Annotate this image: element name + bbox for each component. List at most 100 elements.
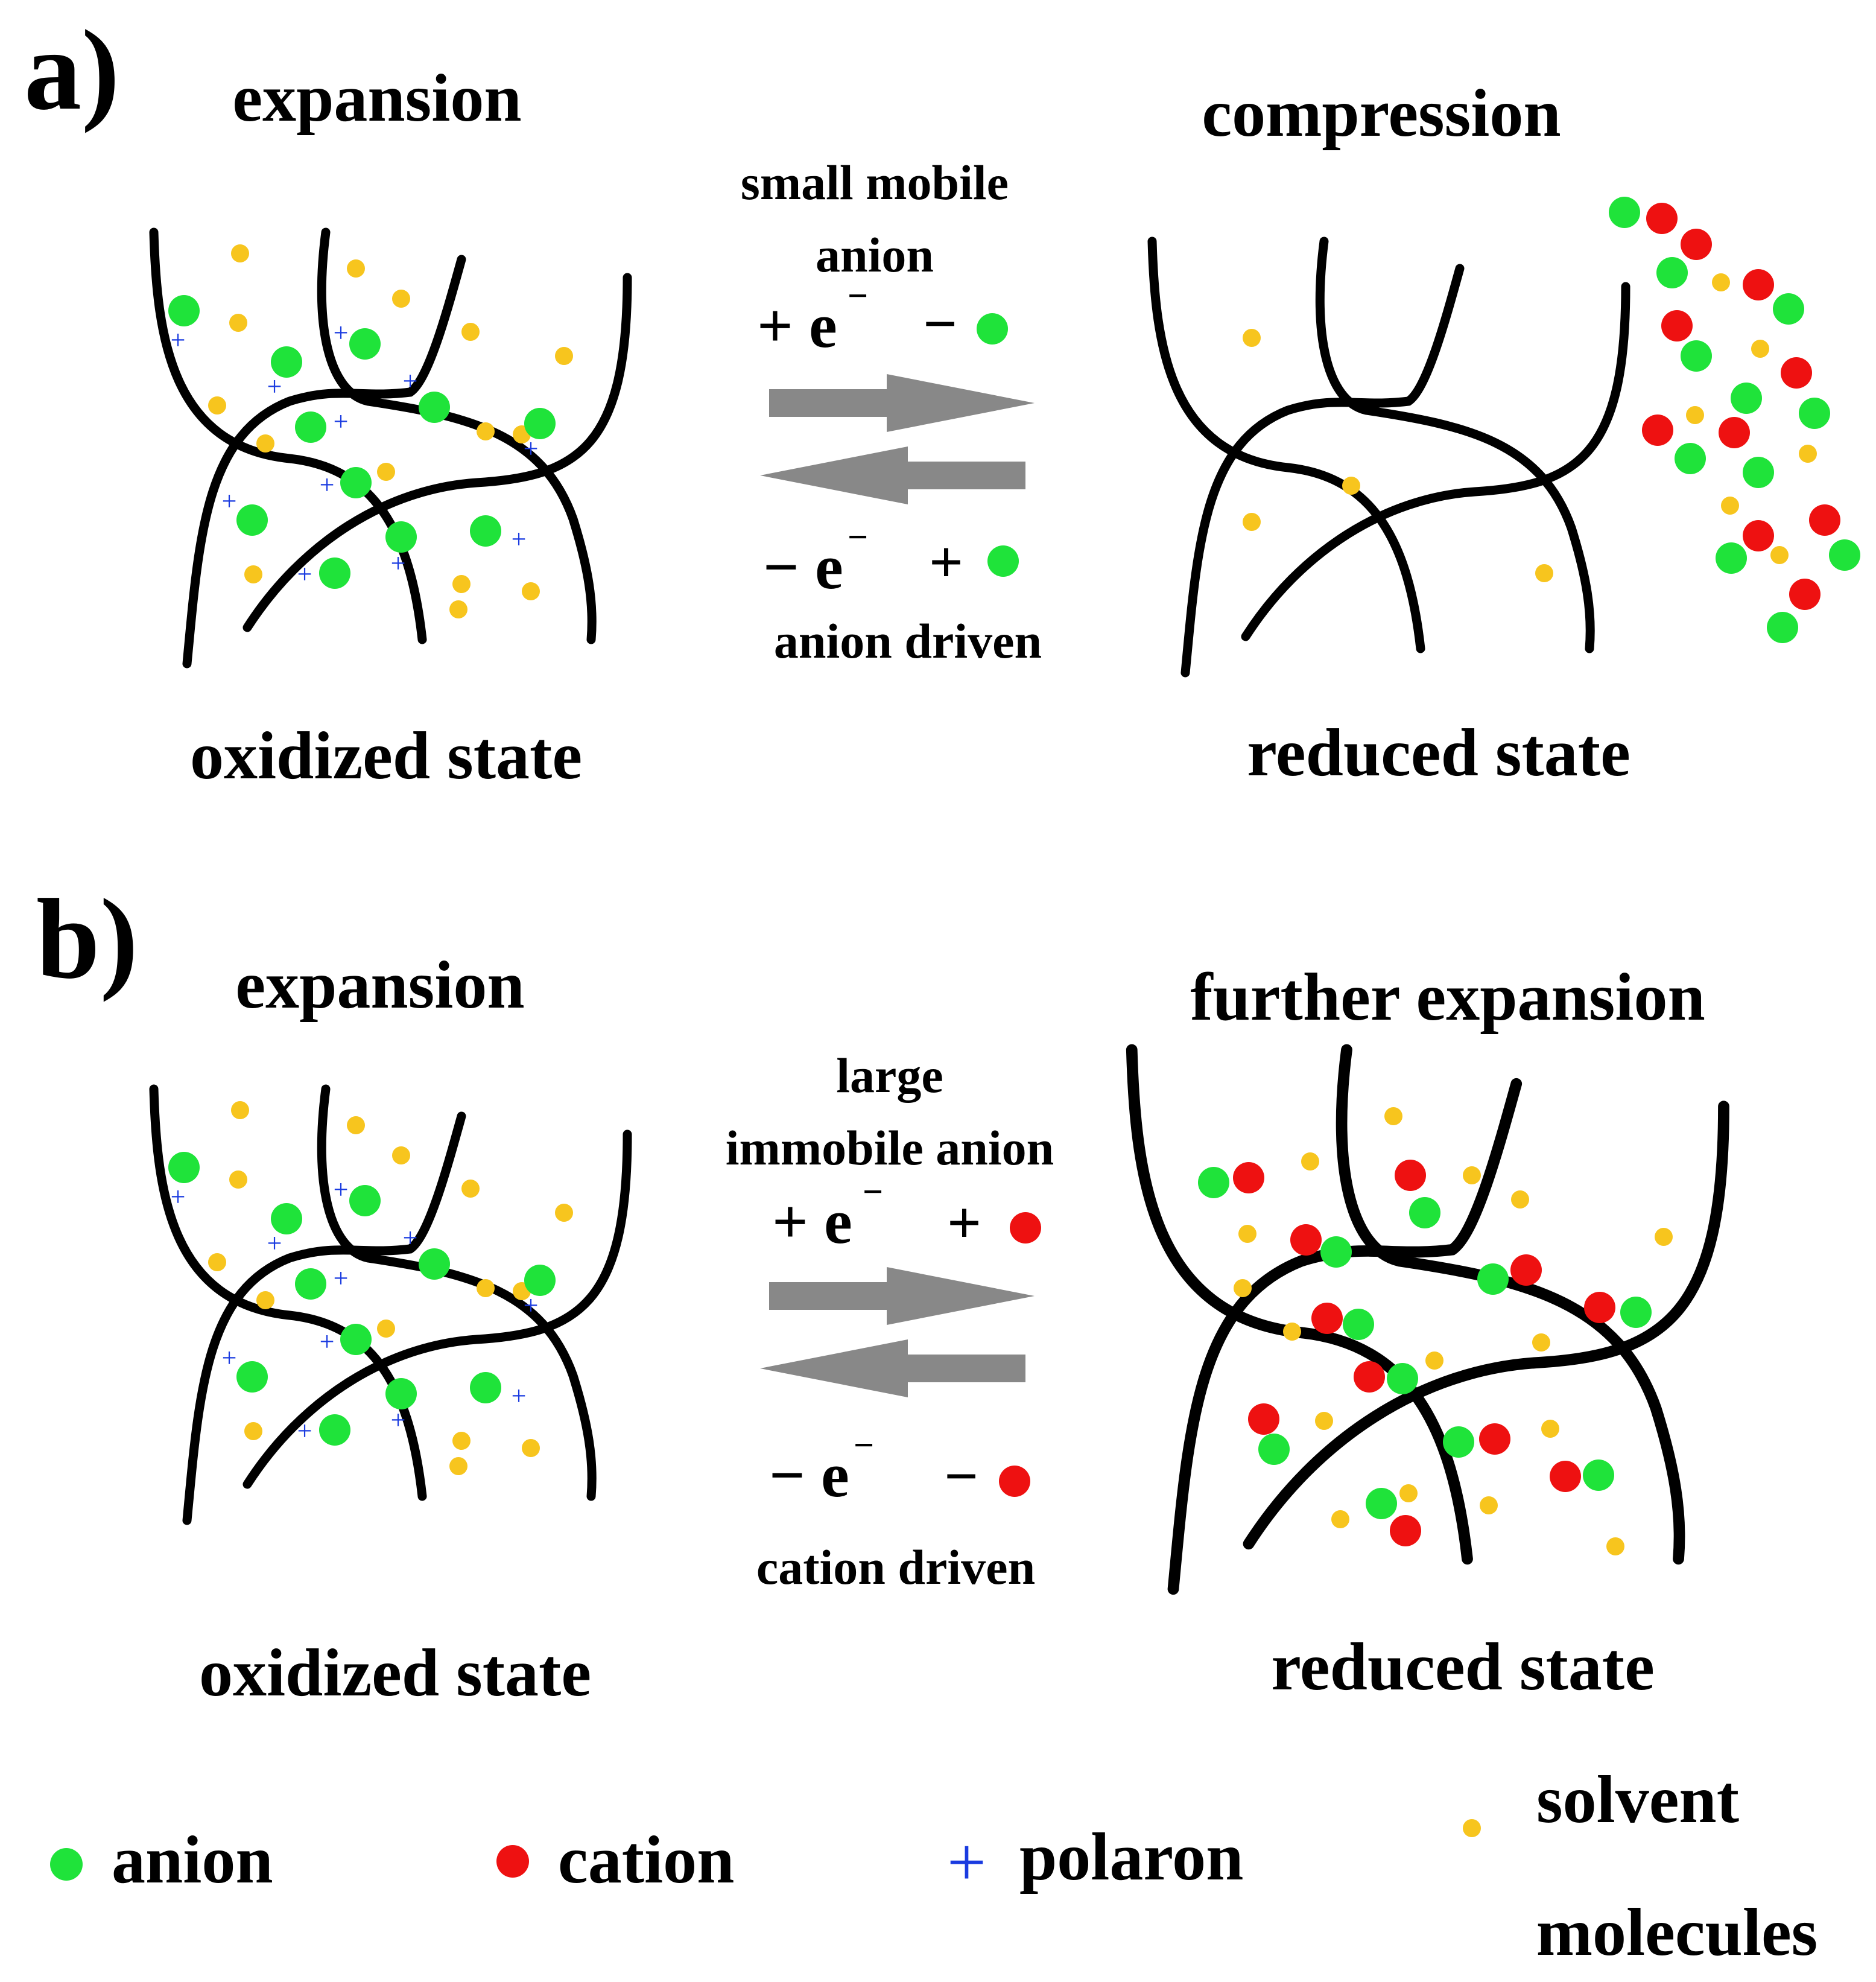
panel-a-arrow-top-line1: small mobile bbox=[741, 155, 1009, 210]
anion bbox=[419, 1248, 450, 1280]
solvent-molecule bbox=[477, 422, 495, 440]
anion bbox=[1258, 1434, 1290, 1465]
panel-a-reverse-reaction: − e − + bbox=[763, 517, 1019, 602]
cation bbox=[1390, 1515, 1421, 1546]
polaron: + bbox=[267, 1228, 282, 1258]
polymer-chains bbox=[149, 1084, 632, 1525]
solvent-molecule bbox=[461, 323, 480, 341]
solvent-molecule bbox=[555, 1204, 573, 1222]
anion bbox=[1716, 542, 1747, 574]
solvent-molecule bbox=[1480, 1496, 1498, 1514]
anion bbox=[1731, 383, 1762, 414]
solvent-molecule bbox=[231, 1101, 249, 1119]
anion bbox=[340, 467, 372, 498]
solvent-molecule bbox=[461, 1180, 480, 1198]
panel-a: a) expansion compression +++++++++++ sma… bbox=[24, 7, 1860, 793]
panel-b-left-state: oxidized state bbox=[199, 1636, 591, 1710]
solvent-molecule bbox=[392, 290, 410, 308]
electron-charge-superscript: − bbox=[848, 276, 868, 316]
solvent-molecule bbox=[1399, 1484, 1418, 1502]
cation bbox=[1395, 1160, 1426, 1191]
anion bbox=[319, 557, 350, 589]
panel-a-left-heading: expansion bbox=[232, 61, 521, 136]
forward-ion-sign: + bbox=[947, 1189, 981, 1256]
particles bbox=[1243, 329, 1553, 582]
anion bbox=[385, 1378, 417, 1409]
cation bbox=[1646, 203, 1678, 234]
anion bbox=[271, 346, 302, 378]
panel-a-right-state: reduced state bbox=[1247, 716, 1630, 790]
anion bbox=[1829, 539, 1860, 571]
panel-a-reverse-arrow bbox=[760, 446, 1025, 504]
polaron-legend-icon: + bbox=[947, 1824, 986, 1901]
panel-a-expelled-ions bbox=[1609, 197, 1860, 643]
polaron: + bbox=[334, 1263, 349, 1293]
solvent-molecule bbox=[1384, 1107, 1402, 1125]
polymer-chains bbox=[1147, 237, 1630, 678]
solvent-molecule bbox=[1535, 564, 1553, 582]
anion bbox=[1387, 1363, 1418, 1394]
solvent-legend-label-line2: molecules bbox=[1536, 1895, 1818, 1970]
solvent-molecule bbox=[256, 1291, 274, 1309]
solvent-molecule bbox=[244, 1422, 262, 1440]
anion bbox=[1656, 257, 1688, 288]
polymer-chain bbox=[242, 1129, 632, 1489]
anion bbox=[470, 1372, 501, 1403]
solvent-molecule bbox=[377, 463, 395, 481]
anion bbox=[1409, 1197, 1440, 1228]
solvent-molecule bbox=[1331, 1510, 1349, 1528]
panel-a-mechanism: anion driven bbox=[774, 614, 1042, 669]
solvent-molecule bbox=[208, 396, 226, 415]
cation bbox=[1809, 504, 1840, 536]
cation bbox=[1233, 1162, 1264, 1193]
anion bbox=[1198, 1167, 1229, 1198]
polymer-chain bbox=[1180, 264, 1465, 678]
cation-legend-label: cation bbox=[558, 1823, 734, 1898]
panel-a-left-state: oxidized state bbox=[190, 719, 582, 793]
solvent-molecule bbox=[244, 565, 262, 583]
solvent-legend-label-line1: solvent bbox=[1536, 1762, 1739, 1837]
solvent-molecule bbox=[1425, 1352, 1443, 1370]
solvent-molecule bbox=[449, 1457, 467, 1475]
particles: +++++++++++ bbox=[168, 244, 573, 618]
polymer-chain bbox=[1147, 237, 1425, 653]
polaron: + bbox=[524, 434, 539, 463]
polaron: + bbox=[320, 1327, 335, 1356]
polaron: + bbox=[297, 1416, 312, 1446]
anion bbox=[1366, 1488, 1397, 1519]
solvent-molecule bbox=[1606, 1537, 1624, 1555]
anion bbox=[385, 521, 417, 553]
polaron: + bbox=[334, 407, 349, 436]
cation bbox=[1248, 1403, 1279, 1435]
solvent-molecule bbox=[347, 1116, 365, 1134]
anion bbox=[349, 328, 381, 360]
panel-b-letter: b) bbox=[36, 876, 138, 1003]
anion bbox=[295, 411, 326, 443]
solvent-molecule bbox=[208, 1253, 226, 1271]
panel-a-oxidized-network: +++++++++++ bbox=[149, 227, 632, 669]
anion bbox=[524, 1265, 556, 1296]
anion-legend-icon bbox=[50, 1848, 83, 1881]
anion bbox=[1767, 612, 1798, 643]
anion bbox=[271, 1203, 302, 1234]
polaron: + bbox=[524, 1291, 539, 1320]
panel-b-reduced-particles bbox=[1198, 1107, 1673, 1555]
reverse-ion-sign: + bbox=[929, 529, 963, 596]
particles: +++++++++++ bbox=[168, 1101, 573, 1475]
panel-a-reduced-network bbox=[1147, 237, 1630, 678]
solvent-molecule bbox=[229, 314, 247, 332]
polymer-chain bbox=[1241, 282, 1630, 641]
solvent-molecule bbox=[1243, 513, 1261, 531]
cation bbox=[1642, 415, 1673, 446]
anion bbox=[1743, 457, 1774, 488]
solvent-molecule bbox=[1315, 1412, 1333, 1430]
polaron: + bbox=[320, 470, 335, 500]
reverse-ion-sign: − bbox=[944, 1443, 978, 1510]
polymer-chain bbox=[317, 1084, 597, 1501]
polaron: + bbox=[512, 1381, 527, 1411]
anion bbox=[1320, 1236, 1352, 1268]
polymer-chain bbox=[182, 1111, 466, 1525]
anion bbox=[236, 504, 268, 536]
electron-charge-superscript: − bbox=[854, 1425, 874, 1465]
